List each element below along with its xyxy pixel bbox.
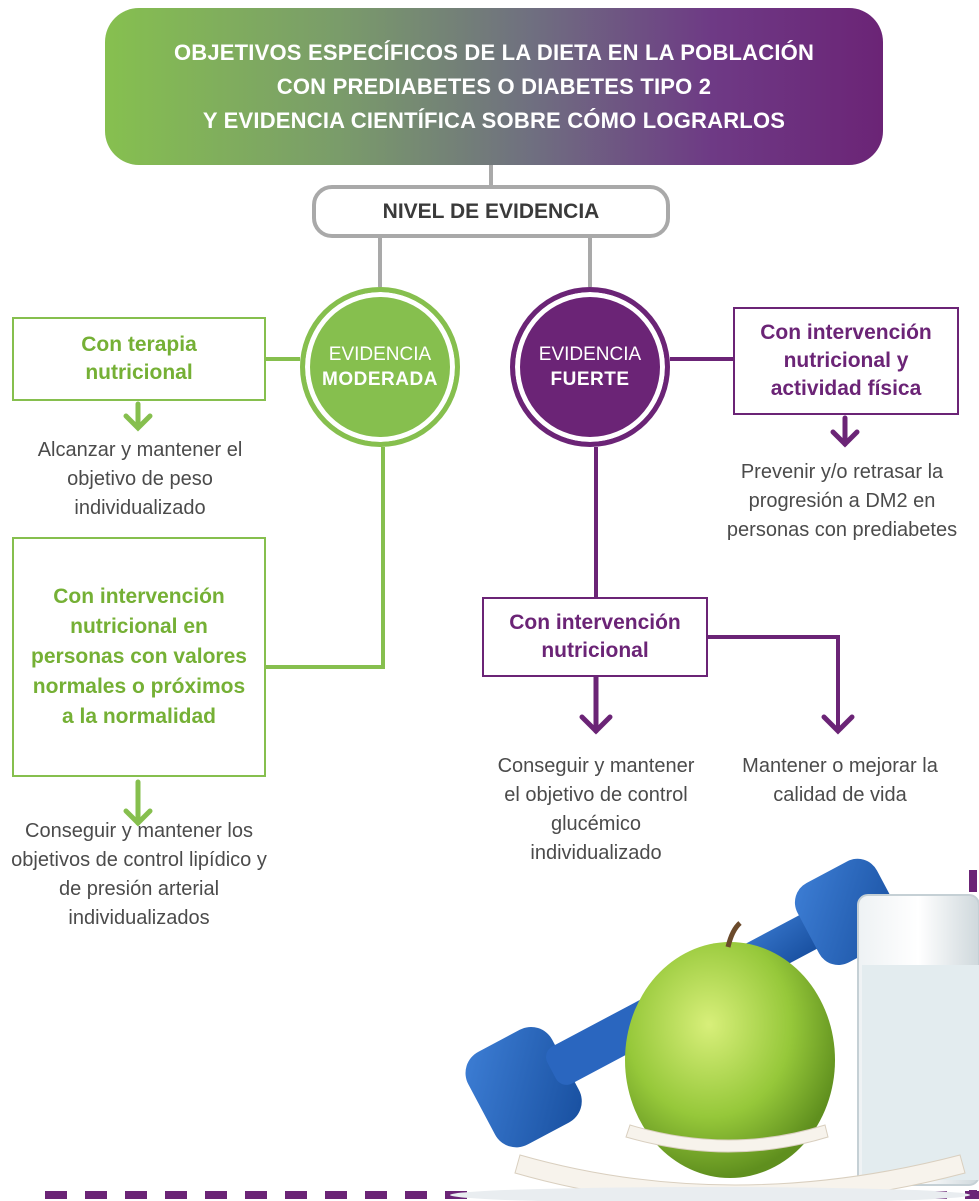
purple-arrow-vida <box>821 714 855 735</box>
outcome-lipidico: Conseguir y mantener los objetivos de co… <box>11 820 267 929</box>
box-int-af-text: Con intervención nutricional y actividad… <box>760 321 932 400</box>
strong-evidence-circle: EVIDENCIA FUERTE <box>510 287 670 447</box>
title-line-3: Y EVIDENCIA CIENTÍFICA SOBRE CÓMO LOGRAR… <box>202 107 786 133</box>
water-glass <box>857 894 979 1186</box>
box-terapia-text: Con terapia nutricional <box>81 333 197 384</box>
title-line-2: CON PREDIABETES O DIABETES TIPO 2 <box>276 73 712 99</box>
title-line-1: OBJETIVOS ESPECÍFICOS DE LA DIETA EN LA … <box>173 39 815 65</box>
title-banner: OBJETIVOS ESPECÍFICOS DE LA DIETA EN LA … <box>105 8 883 165</box>
evidence-level-box: NIVEL DE EVIDENCIA <box>312 185 670 238</box>
moderate-label-1: EVIDENCIA <box>328 344 432 365</box>
box-intervencion-valores-normales: Con intervención nutricional en personas… <box>12 537 266 777</box>
strong-label-1: EVIDENCIA <box>538 344 642 365</box>
box-terapia-nutricional: Con terapia nutricional <box>12 317 266 401</box>
purple-arrow-af <box>830 415 860 448</box>
outcome-prediabetes: Prevenir y/o retrasar la progresión a DM… <box>726 461 958 541</box>
green-arrow-1 <box>123 401 153 432</box>
outcome-glucemico: Conseguir y mantener el objetivo de cont… <box>497 755 695 864</box>
outcome-calidad-vida: Mantener o mejorar la calidad de vida <box>742 755 938 806</box>
purple-arrow-gluc <box>579 674 613 735</box>
green-arrow-2 <box>123 779 153 827</box>
outcome-peso: Alcanzar y mantener el objetivo de peso … <box>37 439 243 519</box>
box-int-norm-text: Con intervención nutricional en personas… <box>31 585 247 728</box>
box-intervencion-actividad-fisica: Con intervención nutricional y actividad… <box>733 307 959 415</box>
moderate-evidence-circle: EVIDENCIA MODERADA <box>300 287 460 447</box>
strong-label-2: FUERTE <box>550 369 630 390</box>
apple <box>625 921 835 1178</box>
box-intervencion-nutricional: Con intervención nutricional <box>482 597 708 677</box>
box-int-nut-text: Con intervención nutricional <box>509 611 681 662</box>
moderate-label-2: MODERADA <box>322 369 438 390</box>
fitness-illustration <box>450 858 979 1201</box>
